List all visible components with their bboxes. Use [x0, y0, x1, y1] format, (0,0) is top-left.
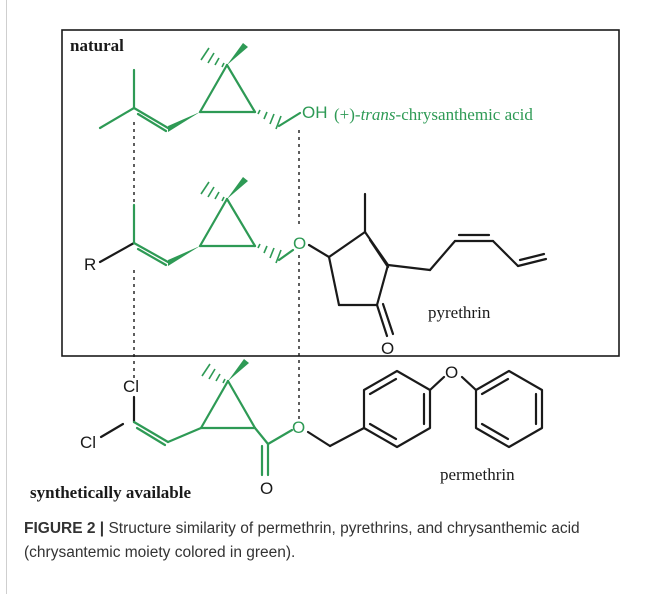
- phenoxy-oxygen-label: O: [445, 363, 458, 382]
- structure-diagram: .g { stroke: #2e9a55; stroke-width: 2.2;…: [30, 29, 620, 502]
- chrysanthemic-acid-name: (+)-trans-chrysanthemic acid: [334, 105, 533, 124]
- natural-label: natural: [70, 36, 124, 55]
- permethrin-structure: Cl Cl O O O: [80, 359, 544, 498]
- figure-caption: FIGURE 2 | Structure similarity of perme…: [24, 517, 634, 565]
- chrysanthemic-acid-structure: OH (+)-trans-chrysanthemic acid: [98, 43, 533, 133]
- carbonyl-oxygen-label: O: [260, 479, 273, 498]
- page-frame-left-rule: [6, 0, 7, 594]
- permethrin-name: permethrin: [440, 465, 515, 484]
- ketone-oxygen-label: O: [381, 339, 394, 358]
- natural-box: [61, 29, 620, 357]
- synthetically-available-label: synthetically available: [30, 483, 191, 502]
- caption-text: Structure similarity of permethrin, pyre…: [24, 520, 580, 561]
- chlorine-bottom-label: Cl: [80, 433, 96, 452]
- chlorine-top-label: Cl: [123, 377, 139, 396]
- chemical-structure-figure: .g { stroke: #2e9a55; stroke-width: 2.2;…: [30, 29, 620, 502]
- oh-label: OH: [302, 103, 328, 122]
- ester-oxygen-label: O: [292, 418, 305, 437]
- ether-oxygen-label: O: [293, 234, 306, 253]
- r-group-label: R: [84, 255, 96, 274]
- pyrethrin-name: pyrethrin: [428, 303, 491, 322]
- pyrethrin-structure: R O: [84, 177, 548, 358]
- figure-label: FIGURE 2 |: [24, 520, 105, 537]
